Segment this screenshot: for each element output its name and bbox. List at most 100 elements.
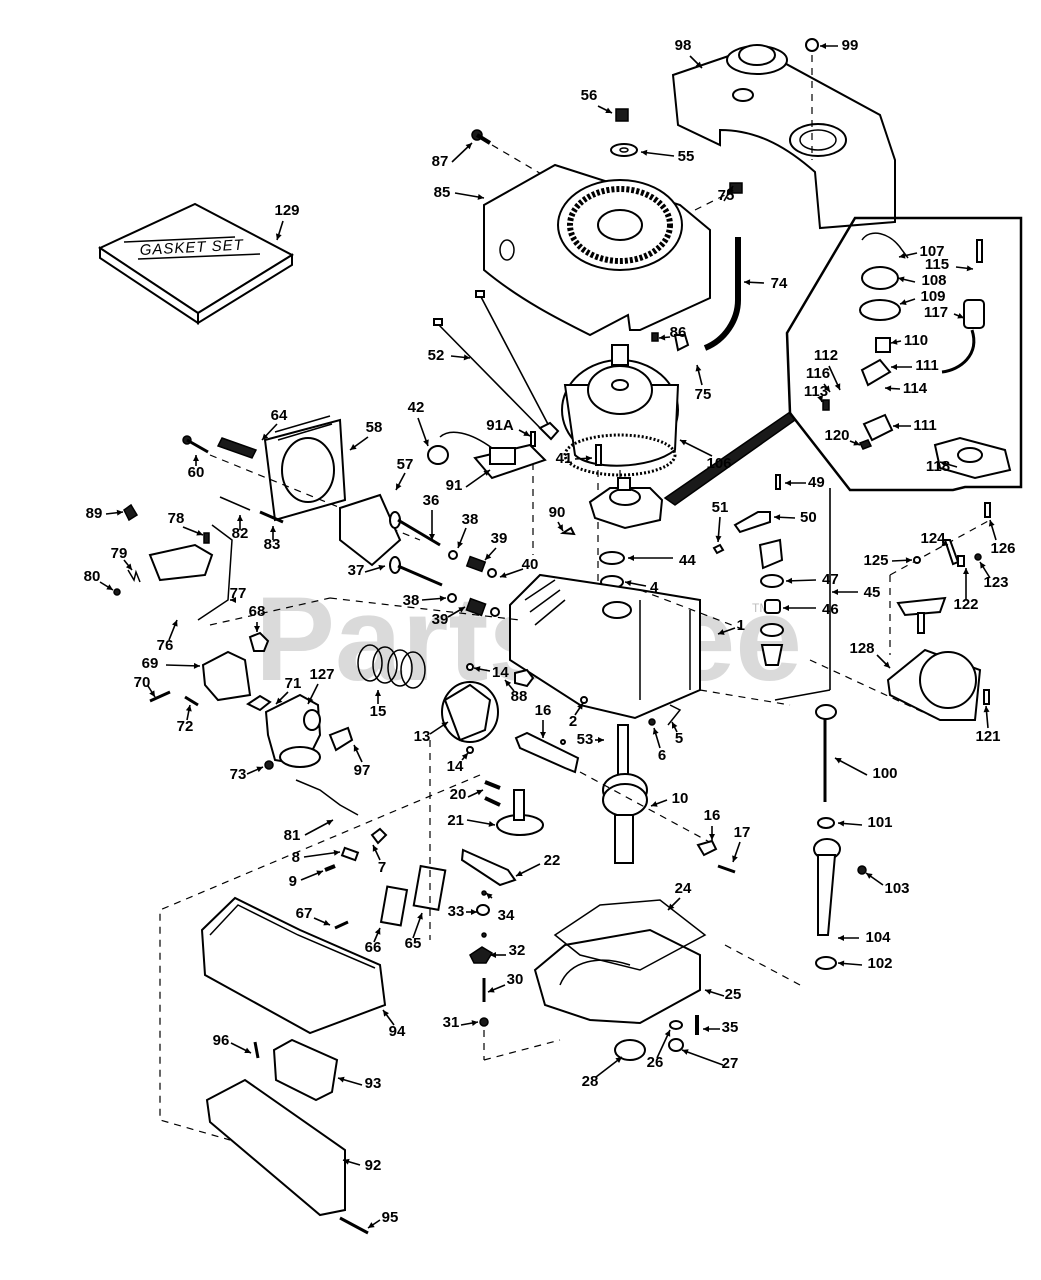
callout-95[interactable]: 95 xyxy=(367,1209,398,1229)
part-93-air-filter[interactable] xyxy=(272,1038,339,1102)
part-128-rewind-starter[interactable] xyxy=(886,596,982,721)
callout-89[interactable]: 89 xyxy=(86,505,124,522)
callout-label[interactable]: 118 xyxy=(926,458,950,475)
callout-88[interactable]: 88 xyxy=(504,679,528,705)
part-56-nut[interactable] xyxy=(615,108,629,122)
callout-label[interactable]: 72 xyxy=(177,718,194,735)
callout-9[interactable]: 9 xyxy=(289,870,324,890)
callout-81[interactable]: 81 xyxy=(284,819,334,844)
callout-label[interactable]: 8 xyxy=(292,849,300,866)
callout-91A[interactable]: 91A xyxy=(486,417,531,437)
callout-label[interactable]: 94 xyxy=(389,1023,406,1040)
callout-106[interactable]: 106 xyxy=(679,439,732,472)
part-41-bolt[interactable] xyxy=(595,444,602,466)
callout-129[interactable]: 129 xyxy=(274,202,300,241)
callout-70[interactable]: 70 xyxy=(134,674,156,698)
callout-label[interactable]: 100 xyxy=(872,765,897,782)
callout-label[interactable]: 128 xyxy=(849,640,874,657)
callout-73[interactable]: 73 xyxy=(230,766,264,783)
callout-76[interactable]: 76 xyxy=(157,619,178,654)
part-115-screw[interactable] xyxy=(976,239,983,263)
callout-label[interactable]: 22 xyxy=(544,852,561,869)
part-50-breather-tube[interactable] xyxy=(733,511,771,534)
callout-67[interactable]: 67 xyxy=(296,905,331,926)
callout-label[interactable]: 103 xyxy=(884,880,909,897)
callout-label[interactable]: 111 xyxy=(915,357,938,374)
callout-110[interactable]: 110 xyxy=(890,332,928,349)
part-40-seal-upper[interactable] xyxy=(487,568,497,578)
part-122-spring[interactable] xyxy=(957,555,965,567)
callout-16a[interactable]: 16 xyxy=(535,702,552,738)
callout-label[interactable]: 69 xyxy=(142,655,159,672)
part-110-plunger[interactable] xyxy=(875,337,891,353)
callout-94[interactable]: 94 xyxy=(382,1009,406,1040)
callout-label[interactable]: 16 xyxy=(704,807,721,824)
callout-label[interactable]: 71 xyxy=(285,675,302,692)
callout-69[interactable]: 69 xyxy=(142,655,201,672)
callout-label[interactable]: 49 xyxy=(808,474,825,491)
cylinder-head-part[interactable] xyxy=(263,415,347,522)
callout-21[interactable]: 21 xyxy=(447,812,496,829)
callout-label[interactable]: 125 xyxy=(863,552,888,569)
part-90-key[interactable] xyxy=(559,526,576,536)
part-24-gasket[interactable] xyxy=(553,899,707,971)
part-36-valve[interactable] xyxy=(389,511,441,547)
part-21-camshaft-gear[interactable] xyxy=(496,789,544,836)
callout-33[interactable]: 33 xyxy=(448,903,477,920)
callout-123[interactable]: 123 xyxy=(979,561,1009,591)
callout-label[interactable]: 75 xyxy=(695,386,712,403)
callout-label[interactable]: 36 xyxy=(423,492,440,509)
callout-label[interactable]: 31 xyxy=(443,1014,460,1031)
part-119-breaker-box[interactable] xyxy=(588,477,664,530)
callout-45[interactable]: 45 xyxy=(832,584,880,601)
callout-100[interactable]: 100 xyxy=(834,757,898,782)
callout-label[interactable]: 106 xyxy=(706,455,731,472)
part-75-clamp-lower[interactable] xyxy=(673,334,690,352)
callout-label[interactable]: 126 xyxy=(990,540,1015,557)
part-8-spacer[interactable] xyxy=(340,846,360,862)
part-49-screw[interactable] xyxy=(775,474,781,490)
callout-99[interactable]: 99 xyxy=(820,37,858,54)
callout-8[interactable]: 8 xyxy=(292,849,341,866)
callout-label[interactable]: 1 xyxy=(737,617,745,634)
callout-label[interactable]: 55 xyxy=(678,148,695,165)
part-126-screw[interactable] xyxy=(984,502,991,518)
callout-55[interactable]: 55 xyxy=(640,148,695,165)
part-96-screw[interactable] xyxy=(253,1041,260,1059)
callout-label[interactable]: 50 xyxy=(800,509,817,526)
callout-label[interactable]: 2 xyxy=(569,713,577,730)
part-28-seal[interactable] xyxy=(614,1039,646,1061)
part-79-spring[interactable] xyxy=(127,569,141,583)
callout-label[interactable]: 92 xyxy=(365,1157,382,1174)
callout-label[interactable]: 79 xyxy=(111,545,128,562)
callout-label[interactable]: 81 xyxy=(284,827,301,844)
part-46-filter[interactable] xyxy=(764,599,781,614)
callout-label[interactable]: 88 xyxy=(511,688,528,705)
part-33-bushing[interactable] xyxy=(476,904,490,916)
callout-60[interactable]: 60 xyxy=(188,455,205,481)
part-25-oil-sump[interactable] xyxy=(533,928,701,1025)
part-44-seal[interactable] xyxy=(599,551,625,565)
callout-87[interactable]: 87 xyxy=(432,142,473,170)
callout-120[interactable]: 120 xyxy=(824,427,861,446)
part-39-spring-lower[interactable] xyxy=(465,597,487,617)
part-9-screw[interactable] xyxy=(324,864,336,872)
callout-115[interactable]: 115 xyxy=(925,256,974,273)
callout-83[interactable]: 83 xyxy=(264,526,281,553)
callout-label[interactable]: 4 xyxy=(650,579,659,596)
flywheel-part[interactable] xyxy=(561,344,680,477)
part-127-carburetor[interactable] xyxy=(264,693,322,768)
callout-label[interactable]: 96 xyxy=(213,1032,230,1049)
callout-121[interactable]: 121 xyxy=(975,705,1001,745)
callout-label[interactable]: 16 xyxy=(535,702,552,719)
part-111-points-upper[interactable] xyxy=(860,358,892,387)
callout-113[interactable]: 113 xyxy=(804,383,828,403)
part-27-plug[interactable] xyxy=(668,1038,684,1052)
callout-128[interactable]: 128 xyxy=(849,640,891,669)
part-83-gasket[interactable] xyxy=(259,510,284,524)
callout-58[interactable]: 58 xyxy=(349,419,382,451)
callout-label[interactable]: 57 xyxy=(397,456,414,473)
callout-label[interactable]: 24 xyxy=(675,880,692,897)
part-60-bolt[interactable] xyxy=(182,435,209,454)
callout-label[interactable]: 46 xyxy=(822,601,839,618)
